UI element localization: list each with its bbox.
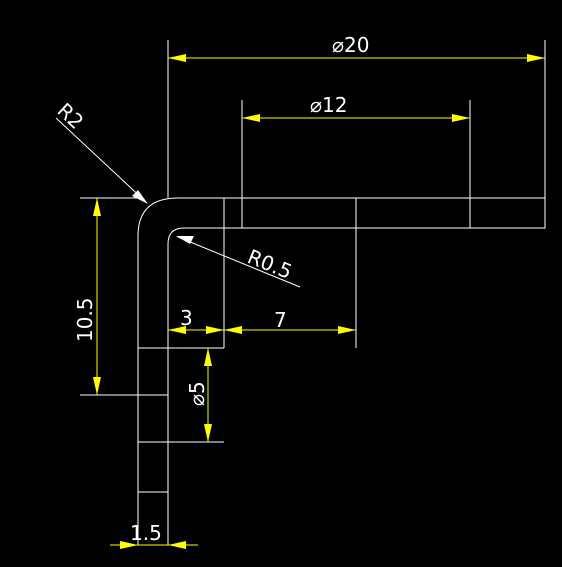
- label-dia20: ⌀20: [332, 33, 370, 57]
- arrow-10-5-top: [93, 198, 101, 216]
- arrow-r2: [132, 190, 148, 204]
- label-10-5: 10.5: [73, 297, 97, 342]
- arrow-dia20-right: [527, 54, 545, 62]
- arrow-7-right: [338, 326, 356, 334]
- leader-r2: [55, 117, 147, 203]
- radius-leaders: [55, 117, 301, 288]
- arrow-10-5-bottom: [93, 377, 101, 395]
- arrow-7-left: [224, 326, 242, 334]
- label-dia5: ⌀5: [185, 381, 209, 406]
- arrow-dia20-left: [168, 54, 186, 62]
- arrow-dia5-bottom: [204, 424, 212, 442]
- label-r2: R2: [53, 98, 89, 134]
- dimension-labels: ⌀20 ⌀12 R2 R0.5 10.5 3 7 ⌀5 1.5: [53, 33, 370, 545]
- arrow-dia5-top: [204, 348, 212, 366]
- label-r05: R0.5: [244, 244, 295, 283]
- leader-r05: [177, 236, 301, 288]
- dimension-lines: [93, 54, 545, 549]
- arrow-dia12-right: [452, 114, 470, 122]
- arrow-1-5-left: [120, 541, 138, 549]
- arrow-3-right: [206, 326, 224, 334]
- arrow-3-left: [168, 326, 186, 334]
- part-geometry: [80, 40, 546, 545]
- label-7: 7: [274, 308, 287, 332]
- label-1-5: 1.5: [130, 521, 162, 545]
- arrow-r05: [176, 236, 194, 244]
- label-3: 3: [180, 306, 193, 330]
- label-dia12: ⌀12: [310, 93, 348, 117]
- arrow-dia12-left: [242, 114, 260, 122]
- arrow-1-5-right: [168, 541, 186, 549]
- outer-profile: [137, 197, 546, 545]
